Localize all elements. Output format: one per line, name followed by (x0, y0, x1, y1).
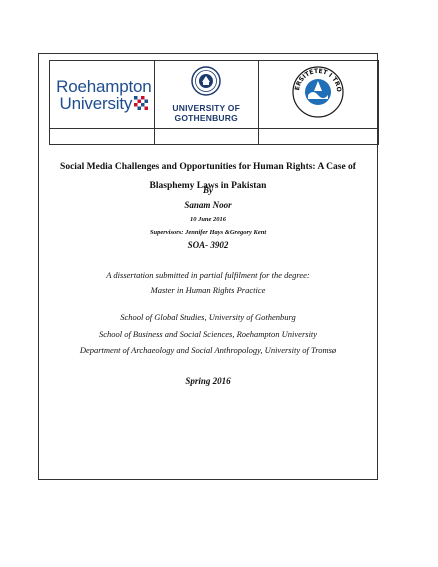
logo-table-empty-cell (49, 128, 155, 145)
tromso-seal-icon: UNIVERSITETET I TROMSØ (288, 59, 344, 118)
gothenburg-seal-icon (191, 66, 221, 96)
gothenburg-logo: UNIVERSITY OF GOTHENBURG (153, 60, 259, 129)
author-name: Sanam Noor (184, 200, 232, 210)
course-code: SOA- 3902 (187, 240, 229, 250)
roehampton-logo-line2: University (59, 93, 133, 113)
submission-date: 10 June 2016 (189, 216, 227, 223)
institution-gothenburg: School of Global Studies, University of … (120, 312, 296, 322)
dissertation-statement: A dissertation submitted in partial fulf… (106, 270, 310, 280)
logo-table-empty-cell (257, 128, 380, 145)
institution-roehampton: School of Business and Social Sciences, … (98, 329, 318, 339)
gothenburg-logo-line1: UNIVERSITY OF (172, 103, 241, 113)
checker-emblem-icon (134, 96, 149, 110)
title-page-frame (38, 53, 378, 480)
semester: Spring 2016 (185, 376, 231, 386)
tromso-logo: UNIVERSITETET I TROMSØ (257, 59, 380, 129)
gothenburg-logo-line2: GOTHENBURG (174, 113, 238, 123)
logo-table: Roehampton University UNIVERSITY OF GOTH… (49, 59, 380, 145)
roehampton-logo-line1: Roehampton (56, 76, 152, 96)
supervisors: Supervisors: Jennifer Hays &Gregory Kent (149, 229, 267, 236)
degree-name: Master in Human Rights Practice (150, 285, 266, 295)
by-label: By (203, 185, 213, 195)
gothenburg-logo-text: UNIVERSITY OF GOTHENBURG (155, 103, 258, 123)
roehampton-logo: Roehampton University (49, 60, 155, 129)
institution-tromso: Department of Archaeology and Social Ant… (79, 345, 337, 355)
logo-table-empty-cell (153, 128, 259, 145)
thesis-title: Social Media Challenges and Opportunitie… (60, 162, 356, 191)
